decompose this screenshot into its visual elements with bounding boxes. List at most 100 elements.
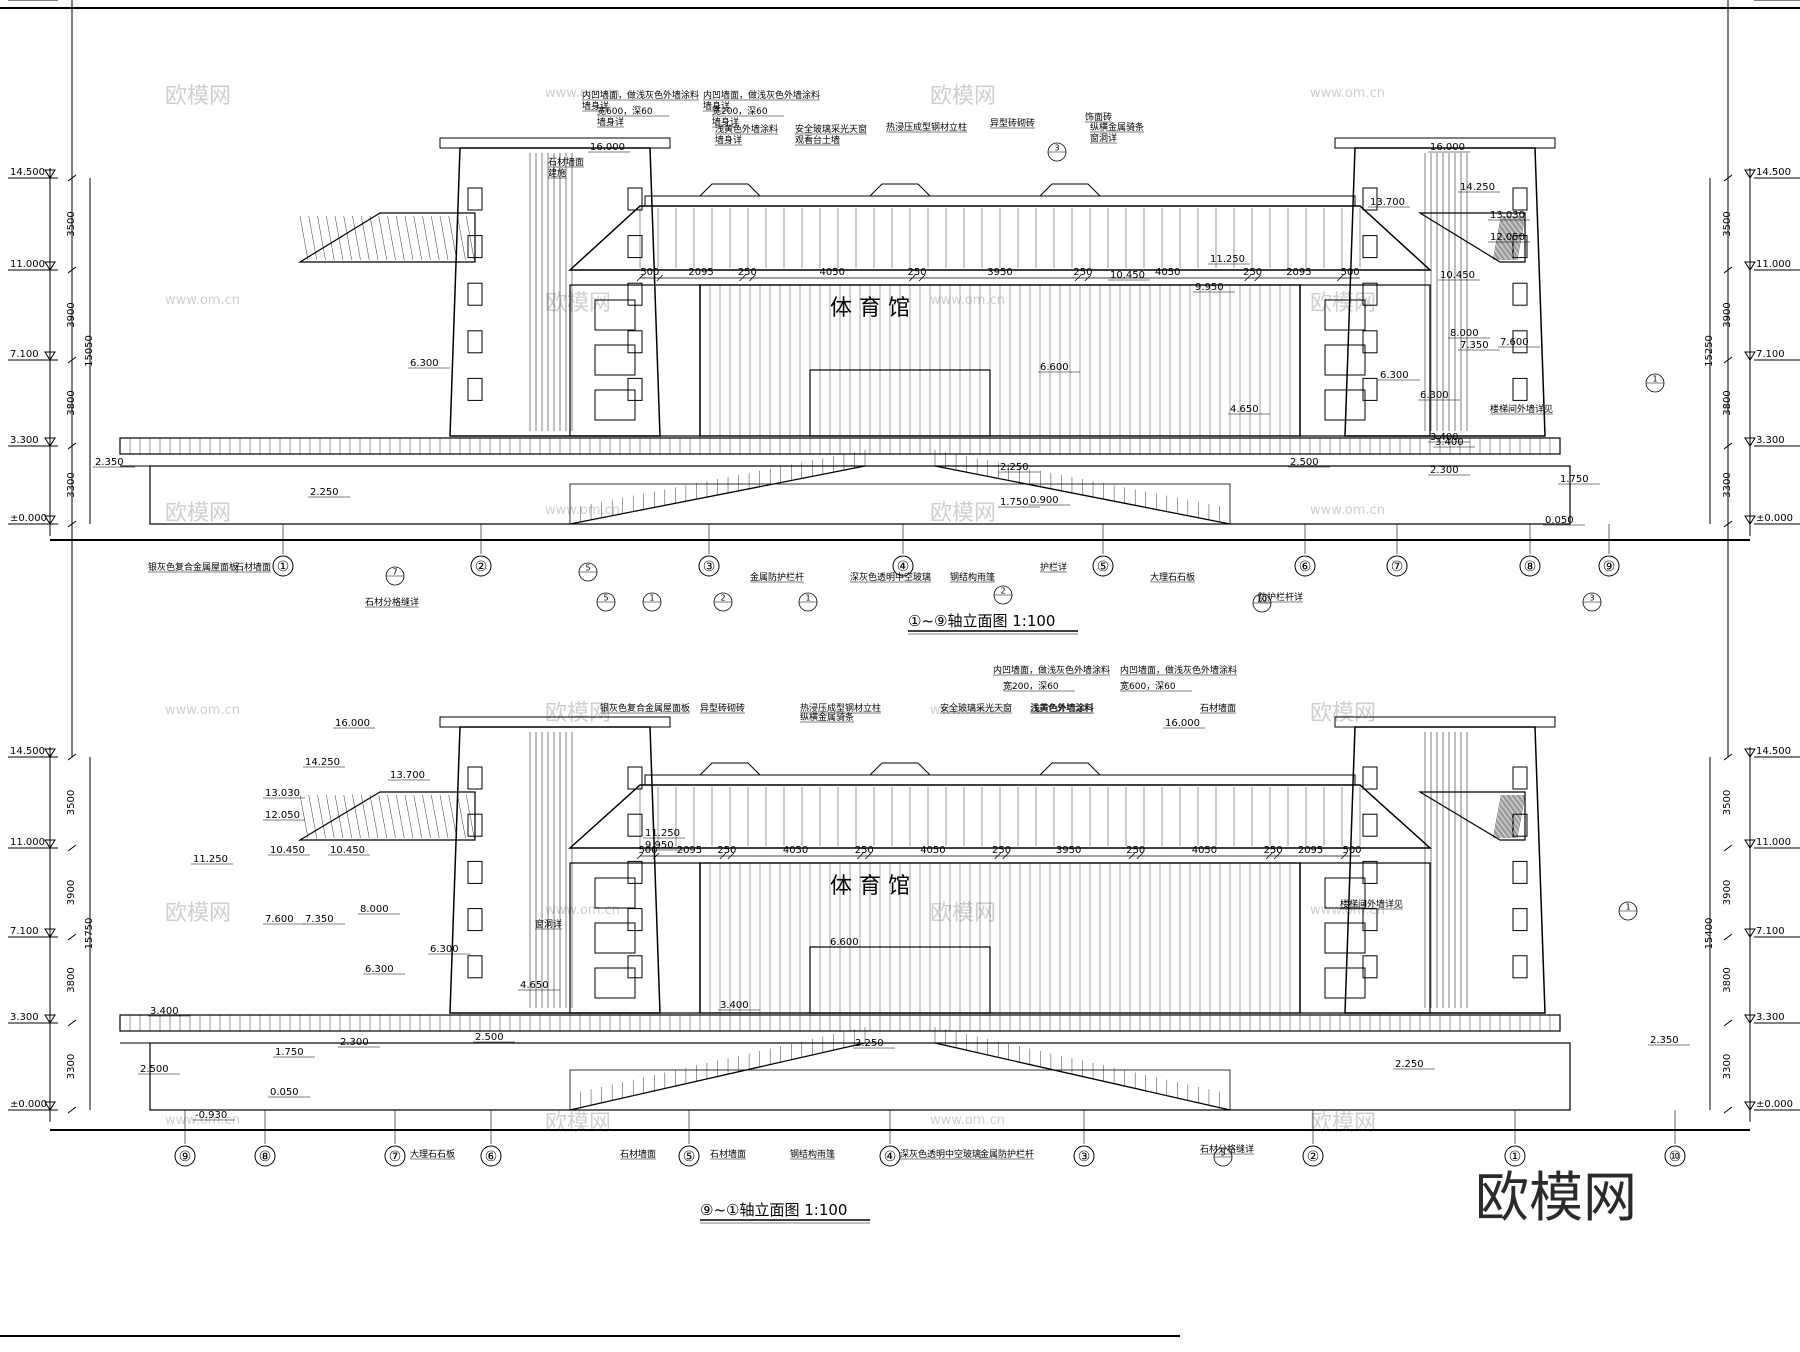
dim-tick xyxy=(67,1106,77,1114)
eave-rafter xyxy=(1499,215,1508,261)
inner-level-label: 11.250 xyxy=(193,854,228,865)
level-triangle xyxy=(44,261,56,271)
inner-level-label: 6.300 xyxy=(410,358,439,369)
eave-rafter xyxy=(369,794,379,839)
watermark-brand: 欧模网 xyxy=(1310,1111,1376,1136)
annotation-note: 浅黄色外墙涂料 xyxy=(1031,702,1094,714)
level-label-left: 11.000 xyxy=(10,259,45,270)
inner-level-label: 3.400 xyxy=(720,1000,749,1011)
watermark-brand: 欧模网 xyxy=(165,84,231,109)
pagoda-eave xyxy=(1417,791,1526,841)
wing-window xyxy=(1324,344,1366,376)
bay-dim: 4050 xyxy=(783,845,808,856)
eave-rafter xyxy=(317,794,326,839)
eave-rafter xyxy=(396,215,405,261)
detail-ref-number: 1 xyxy=(1625,903,1630,912)
dim-tick xyxy=(67,844,77,852)
eave-rafter xyxy=(422,215,431,261)
eave-rafter xyxy=(1508,794,1517,839)
annotation-note: 金属防护栏杆 xyxy=(980,1148,1034,1160)
axis-label: ⑦ xyxy=(389,1149,402,1165)
eave-rafter xyxy=(299,215,309,261)
inner-level-label: 7.350 xyxy=(305,914,334,925)
axis-bubble xyxy=(480,1145,502,1167)
inner-level-label: 2.500 xyxy=(475,1032,504,1043)
inner-level-label: 16.000 xyxy=(590,142,625,153)
annotation-note: 钢结构雨篷 xyxy=(950,571,995,583)
bay-dim-tick xyxy=(727,852,735,860)
axis-bubble xyxy=(698,555,720,577)
watermark-url: www.om.cn xyxy=(1310,86,1385,101)
level-label-left: 14.500 xyxy=(10,167,45,178)
level-label-left: ±0.000 xyxy=(10,1099,47,1110)
inner-level-label: 7.600 xyxy=(265,914,294,925)
axis-bubble xyxy=(1504,1145,1526,1167)
level-label-right: 3.300 xyxy=(1756,1012,1785,1023)
inner-level-label: 2.300 xyxy=(1430,465,1459,476)
dim-tick xyxy=(1723,1106,1733,1114)
eave-rafter xyxy=(369,215,379,261)
bay-dim: 250 xyxy=(1073,267,1092,278)
tower-window xyxy=(467,766,483,790)
inner-level-label: 1.750 xyxy=(1560,474,1589,485)
skylight xyxy=(1039,183,1101,197)
eave-rafter xyxy=(1505,794,1514,839)
inner-level-label: 13.700 xyxy=(390,770,425,781)
eave-rafter xyxy=(343,794,352,839)
inner-level-label: 14.250 xyxy=(1460,182,1495,193)
annotation-note: 石材墙面 xyxy=(235,561,271,573)
inner-level-label: 7.600 xyxy=(1500,337,1529,348)
bay-dim: 250 xyxy=(992,845,1011,856)
annotation-note: 饰面砖 xyxy=(1085,111,1112,123)
bay-dim-tick xyxy=(864,852,872,860)
building-sign: 体 育 馆 xyxy=(830,874,910,899)
watermark-url: www.om.cn xyxy=(165,1113,240,1128)
level-label-left: ±0.000 xyxy=(10,513,47,524)
axis-label: ① xyxy=(1509,1149,1522,1165)
bay-dim-tick xyxy=(719,852,727,860)
eave-rafter xyxy=(1514,794,1523,839)
watermark-url: www.om.cn xyxy=(545,503,620,518)
eave-rafter xyxy=(326,794,335,839)
tower-window xyxy=(1512,187,1528,211)
detail-ref-number: 1 xyxy=(805,594,810,603)
level-label-right: 11.000 xyxy=(1756,837,1791,848)
overall-dim-left: 15750 xyxy=(84,918,95,950)
eave-rafter xyxy=(1495,215,1504,261)
inner-level-label: 0.050 xyxy=(1545,515,1574,526)
bay-dim: 500 xyxy=(1342,845,1361,856)
eave-rafter xyxy=(308,215,317,261)
inner-level-label: 2.250 xyxy=(1395,1059,1424,1070)
eave-rafter xyxy=(1513,215,1522,261)
eave-rafter xyxy=(1503,215,1512,261)
inner-level-label: 12.050 xyxy=(1490,232,1525,243)
axis-bubble xyxy=(470,555,492,577)
eave-rafter xyxy=(466,215,475,261)
annotation-note: 窗洞详 xyxy=(535,918,562,930)
detail-ref-number: 2 xyxy=(720,594,725,603)
main-roof xyxy=(568,205,1432,271)
bay-dim-tick xyxy=(1340,852,1348,860)
bay-dim-tick xyxy=(749,274,756,282)
annotation-note: 墙身详 xyxy=(712,116,739,128)
inner-level-label: 2.250 xyxy=(310,487,339,498)
bay-dim-tick xyxy=(656,274,664,282)
annotation-note: 观看台土墙 xyxy=(795,134,840,146)
watermark-brand: 欧模网 xyxy=(545,701,611,726)
tower-window xyxy=(1512,377,1528,401)
wing-window xyxy=(594,344,636,376)
eave-rafter xyxy=(1510,794,1519,839)
axis-bubble xyxy=(1092,555,1114,577)
axis-bubble xyxy=(1386,555,1408,577)
level-triangle xyxy=(44,748,56,758)
tower-window xyxy=(1362,330,1378,354)
axis-label: ⑦ xyxy=(1391,559,1404,575)
annotation-note: 银灰色复合金属屋面板 xyxy=(148,561,238,573)
level-label-right: 11.000 xyxy=(1756,259,1791,270)
eave-rafter xyxy=(317,215,326,261)
eave-rafter xyxy=(448,215,457,261)
bay-dim-tick xyxy=(856,852,864,860)
inner-level-label: 4.650 xyxy=(520,980,549,991)
level-label-right: 7.100 xyxy=(1756,926,1785,937)
bay-dim-tick xyxy=(1136,852,1144,860)
